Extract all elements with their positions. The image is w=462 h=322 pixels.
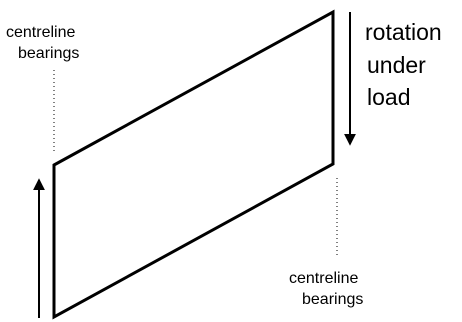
under-label: under [367, 52, 426, 78]
top-left-centreline-label: centreline [6, 24, 75, 41]
bottom-right-bearings-label: bearings [302, 291, 363, 308]
load-label: load [367, 84, 410, 110]
top-left-bearings-label: bearings [18, 45, 79, 62]
rotated-beam-outline [52, 9, 335, 320]
bottom-right-centreline-label: centreline [289, 270, 358, 287]
rotation-label: rotation [365, 19, 442, 45]
